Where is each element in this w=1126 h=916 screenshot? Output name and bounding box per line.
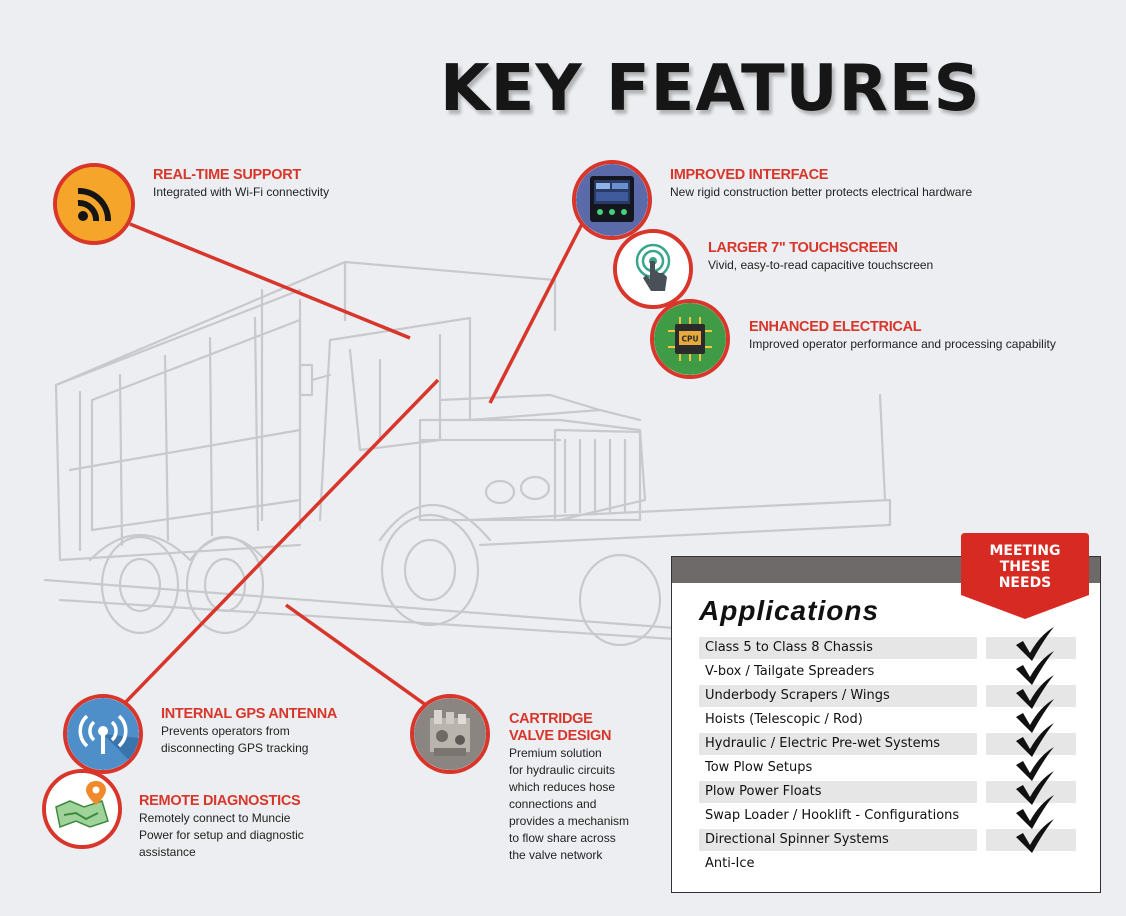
feature-description: Improved operator performance and proces… — [749, 337, 1056, 351]
checkmark-icon — [986, 771, 1076, 805]
feature-description: New rigid construction better protects e… — [670, 185, 973, 199]
control-panel-icon — [572, 160, 652, 240]
cpu-chip-label: CPU — [681, 335, 698, 344]
feature-cartridge-valve: CARTRIDGE VALVE DESIGN Premium solution … — [509, 711, 629, 864]
rss-feed-icon — [53, 163, 135, 245]
feature-description: Vivid, easy-to-read capacitive touchscre… — [708, 258, 934, 272]
application-item: Tow Plow Setups — [705, 760, 813, 775]
feature-description: Prevents operators from disconnecting GP… — [161, 724, 309, 755]
feature-improved-interface: IMPROVED INTERFACE New rigid constructio… — [670, 167, 972, 201]
application-item: Plow Power Floats — [699, 781, 977, 803]
feature-heading: REMOTE DIAGNOSTICS — [139, 793, 301, 809]
feature-heading: REAL-TIME SUPPORT — [153, 167, 301, 183]
application-item: Anti-Ice — [705, 856, 755, 871]
ribbon-label: MEETING THESE NEEDS — [989, 543, 1061, 591]
feature-larger-touchscreen: LARGER 7" TOUCHSCREEN Vivid, easy-to-rea… — [708, 240, 933, 274]
meeting-needs-ribbon — [961, 533, 1089, 619]
antenna-signal-icon — [63, 694, 143, 774]
checkmark-icon — [986, 723, 1076, 757]
page-title: KEY FEATURES — [440, 52, 981, 126]
checkmark-icon — [986, 675, 1076, 709]
cpu-chip-icon: CPU — [650, 299, 730, 379]
checkmark-icon — [986, 795, 1076, 829]
feature-remote-diagnostics: REMOTE DIAGNOSTICS Remotely connect to M… — [139, 793, 304, 861]
feature-heading: CARTRIDGE VALVE DESIGN — [509, 711, 612, 744]
touch-hand-icon — [613, 229, 693, 309]
checkmark-icon — [986, 651, 1076, 685]
checkmark-icon — [986, 819, 1076, 853]
checkmark-icon — [986, 627, 1076, 661]
checkmark-icon — [986, 699, 1076, 733]
feature-heading: ENHANCED ELECTRICAL — [749, 319, 922, 335]
checkmark-icon — [986, 747, 1076, 781]
feature-description: Integrated with Wi-Fi connectivity — [153, 185, 330, 199]
checkmark-icon — [986, 853, 1076, 875]
feature-heading: INTERNAL GPS ANTENNA — [161, 706, 338, 722]
feature-internal-gps: INTERNAL GPS ANTENNA Prevents operators … — [161, 706, 337, 757]
valve-photo-icon — [410, 694, 490, 774]
feature-heading: LARGER 7" TOUCHSCREEN — [708, 240, 898, 256]
feature-description: Remotely connect to Muncie Power for set… — [139, 811, 304, 859]
application-item: Hydraulic / Electric Pre-wet Systems — [699, 733, 977, 755]
feature-description: Premium solution for hydraulic circuits … — [509, 746, 630, 862]
application-item: Swap Loader / Hooklift - Configurations — [705, 808, 960, 823]
feature-heading: IMPROVED INTERFACE — [670, 167, 829, 183]
application-item: Class 5 to Class 8 Chassis — [699, 637, 977, 659]
feature-enhanced-electrical: ENHANCED ELECTRICAL Improved operator pe… — [749, 319, 1056, 353]
map-pin-icon — [42, 769, 122, 849]
application-item: Hoists (Telescopic / Rod) — [705, 712, 863, 727]
application-item: Directional Spinner Systems — [699, 829, 977, 851]
applications-title: Applications — [699, 595, 880, 626]
feature-realtime-support: REAL-TIME SUPPORT Integrated with Wi-Fi … — [153, 167, 329, 201]
application-item: Underbody Scrapers / Wings — [699, 685, 977, 707]
application-item: V-box / Tailgate Spreaders — [705, 664, 875, 679]
